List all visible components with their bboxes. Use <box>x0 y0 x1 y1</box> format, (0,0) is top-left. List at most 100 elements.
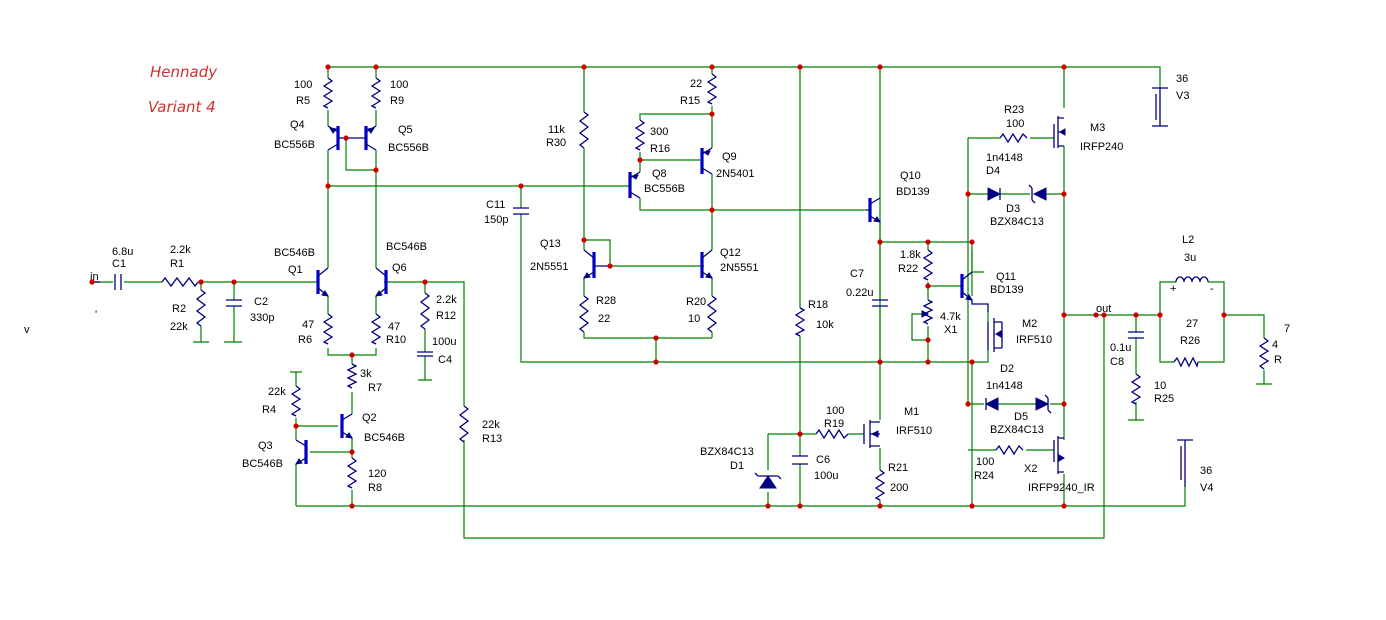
junction <box>349 449 355 455</box>
junction <box>969 503 975 509</box>
resistor-r26 <box>1173 356 1199 368</box>
r7-name: R7 <box>368 382 382 394</box>
l2-name: L2 <box>1182 234 1194 246</box>
l2-plus: + <box>1170 283 1176 295</box>
x1-name: X1 <box>944 324 957 336</box>
c4-name: C4 <box>438 354 452 366</box>
net-label-out: out <box>1096 303 1111 315</box>
r5-value: 100 <box>294 79 312 91</box>
resistor-r-load <box>1258 337 1270 370</box>
r19-name: R19 <box>824 418 844 430</box>
junction <box>877 64 883 70</box>
junction <box>1101 312 1107 318</box>
capacitor-c7 <box>872 299 888 307</box>
q8-name: Q8 <box>652 168 667 180</box>
r18-name: R18 <box>808 299 828 311</box>
wire-r18 <box>767 67 816 506</box>
net-label-in: in <box>90 271 99 283</box>
x1-value: 4.7k <box>940 311 961 323</box>
c11-name: C11 <box>486 199 505 211</box>
c6-value: 100u <box>814 470 838 482</box>
wire-q9 <box>639 67 866 250</box>
junction <box>877 503 883 509</box>
r30-name: R30 <box>546 137 566 149</box>
junction <box>198 279 204 285</box>
junction <box>797 431 803 437</box>
junction <box>797 503 803 509</box>
junction <box>653 335 659 341</box>
diode-d4 <box>987 187 1002 201</box>
d1-part: BZX84C13 <box>700 446 754 458</box>
l2-minus: - <box>1210 283 1214 295</box>
r26-name: R26 <box>1180 335 1200 347</box>
junction <box>637 157 643 163</box>
q4-part: BC556B <box>274 139 315 151</box>
title-line1: Hennady <box>150 63 218 81</box>
c1-name: C1 <box>112 258 126 270</box>
q13-name: Q13 <box>540 238 561 250</box>
r1-value: 2.2k <box>170 244 191 256</box>
resistor-r20 <box>706 295 718 333</box>
q2-name: Q2 <box>362 412 377 424</box>
q12-name: Q12 <box>720 247 741 259</box>
c11-value: 150p <box>484 214 508 226</box>
r9-value: 100 <box>390 79 408 91</box>
capacitor-c4 <box>417 351 433 357</box>
r22-name: R22 <box>898 263 918 275</box>
junction <box>1061 191 1067 197</box>
r10-value: 47 <box>388 321 400 333</box>
junction <box>373 64 379 70</box>
junction <box>581 64 587 70</box>
r4-value: 22k <box>268 386 286 398</box>
junction <box>1133 312 1139 318</box>
r21-value: 200 <box>890 482 908 494</box>
r26-value: 27 <box>1186 318 1198 330</box>
junction <box>709 111 715 117</box>
mosfet-x2 <box>1053 436 1065 474</box>
r25-value: 10 <box>1154 380 1166 392</box>
wire-negative-rail <box>296 487 1186 507</box>
resistor-r4 <box>290 385 302 417</box>
junction <box>581 237 587 243</box>
transistor-q11 <box>960 271 989 312</box>
stray-mark: v <box>24 324 30 336</box>
r1-name: R1 <box>170 258 184 270</box>
transistor-q12 <box>700 249 713 279</box>
r28-name: R28 <box>596 295 616 307</box>
q13-part: 2N5551 <box>530 261 569 273</box>
c4-value: 100u <box>432 336 456 348</box>
junction <box>518 183 524 189</box>
c8-value: 0.1u <box>1110 342 1131 354</box>
junction <box>349 352 355 358</box>
d4-part: 1n4148 <box>986 152 1023 164</box>
q8-part: BC556B <box>644 183 685 195</box>
resistor-r1 <box>161 276 199 288</box>
junction <box>1061 503 1067 509</box>
d2-name: D2 <box>1000 363 1014 375</box>
junction <box>765 503 771 509</box>
resistor-r2 <box>195 289 207 327</box>
m3-part: IRFP240 <box>1080 141 1123 153</box>
resistor-r7 <box>346 363 358 389</box>
d3-name: D3 <box>1006 203 1020 215</box>
q11-name: Q11 <box>996 271 1016 283</box>
junction <box>925 283 931 289</box>
c2-value: 330p <box>250 312 274 324</box>
source-v3 <box>1152 87 1168 127</box>
q2-part: BC546B <box>364 432 405 444</box>
wire-gate-lower <box>968 403 1064 451</box>
resistor-r28 <box>578 295 590 333</box>
junction <box>653 359 659 365</box>
resistor-r12 <box>419 292 431 330</box>
r13-name: R13 <box>482 433 502 445</box>
transistor-q1 <box>316 267 329 297</box>
resistor-r8 <box>346 457 358 489</box>
junction <box>293 423 299 429</box>
zener-d1 <box>754 472 782 489</box>
q1-part: BC546B <box>274 247 315 259</box>
resistor-r18 <box>794 307 806 337</box>
wire-load <box>1159 281 1265 384</box>
junction <box>343 135 349 141</box>
v4-name: V4 <box>1200 482 1213 494</box>
